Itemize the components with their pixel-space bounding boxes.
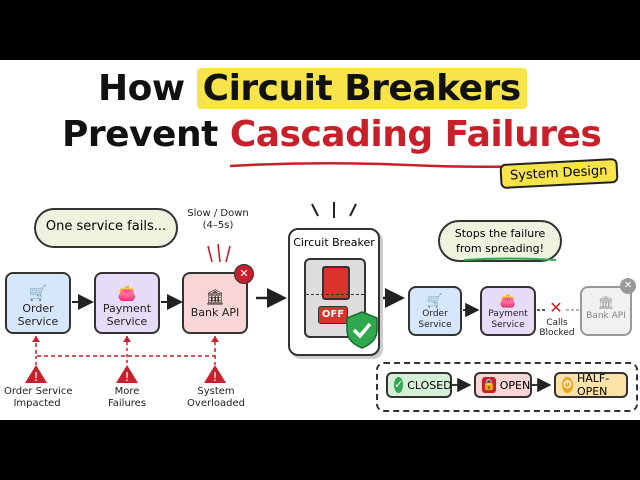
check-icon: ✓ <box>394 377 404 393</box>
state-closed: ✓ CLOSED <box>386 372 452 398</box>
right-bank-api: 🏛 Bank API <box>580 286 632 336</box>
state-open: 🔒 OPEN <box>474 372 532 398</box>
stress-lines-icon <box>207 244 231 263</box>
left-order-service-label: Order Service <box>17 302 59 328</box>
wallet-icon: 👛 <box>499 294 517 309</box>
state-half-open: ⏱ HALF-OPEN <box>554 372 628 398</box>
state-closed-label: CLOSED <box>407 378 452 392</box>
bank-icon: 🏛 <box>205 288 225 306</box>
cart-icon: 🛒 <box>426 294 444 309</box>
cart-icon: 🛒 <box>28 284 48 302</box>
alert-lines-icon <box>311 202 357 218</box>
right-payment-service: 👛 Payment Service <box>480 286 536 336</box>
left-order-service: 🛒 Order Service <box>5 272 71 334</box>
state-half-open-label: HALF-OPEN <box>576 372 610 398</box>
breaker-off-label: OFF <box>318 306 348 324</box>
right-payment-service-label: Payment Service <box>488 309 528 330</box>
title-red-text: Cascading Failures <box>229 114 602 155</box>
shield-check-icon <box>344 310 380 350</box>
state-open-label: OPEN <box>499 378 531 392</box>
blocked-x-icon: ✕ <box>549 298 563 317</box>
title-line-1: How Circuit Breakers <box>98 68 527 109</box>
left-flow-arrows <box>32 288 590 393</box>
warning-icon: ! <box>24 364 48 384</box>
callout-underline <box>463 257 557 261</box>
title-line-2: Prevent Cascading Failures <box>62 114 602 155</box>
states-legend <box>376 362 638 412</box>
disabled-x-icon: ✕ <box>620 278 636 294</box>
svg-text:!: ! <box>213 370 218 384</box>
warning-icon: ! <box>115 364 139 384</box>
warning-label-order: Order Service Impacted <box>4 386 73 409</box>
warning-label-overloaded: System Overloaded <box>187 386 245 409</box>
calls-blocked-label: Calls Blocked <box>539 318 575 338</box>
warning-label-failures: More Failures <box>107 386 147 409</box>
left-callout: One service fails... <box>34 208 178 248</box>
right-order-service: 🛒 Order Service <box>408 286 462 336</box>
svg-text:!: ! <box>34 370 39 384</box>
left-payment-service-label: Payment Service <box>102 302 152 328</box>
bank-icon: 🏛 <box>597 296 615 311</box>
warning-icon: ! <box>203 364 227 384</box>
right-order-service-label: Order Service <box>418 309 452 330</box>
left-bank-api: 🏛 Bank API <box>182 272 248 334</box>
right-callout: Stops the failure from spreading! <box>438 220 562 262</box>
error-x-icon: ✕ <box>234 264 254 284</box>
title-prefix-1: How <box>98 68 185 109</box>
left-bank-api-label: Bank API <box>190 306 240 319</box>
infographic-canvas: How Circuit Breakers Prevent Cascading F… <box>0 60 640 420</box>
title-highlight: Circuit Breakers <box>196 68 527 109</box>
left-payment-service: 👛 Payment Service <box>94 272 160 334</box>
slow-down-note: Slow / Down (4–5s) <box>187 208 249 231</box>
lock-icon: 🔒 <box>482 377 496 393</box>
svg-text:!: ! <box>125 370 130 384</box>
circuit-breaker-label: Circuit Breaker <box>293 236 375 249</box>
timer-icon: ⏱ <box>562 377 573 393</box>
right-bank-api-label: Bank API <box>586 311 626 321</box>
breaker-center-line <box>306 294 364 295</box>
title-prefix-2: Prevent <box>62 114 218 155</box>
wallet-icon: 👛 <box>117 284 137 302</box>
